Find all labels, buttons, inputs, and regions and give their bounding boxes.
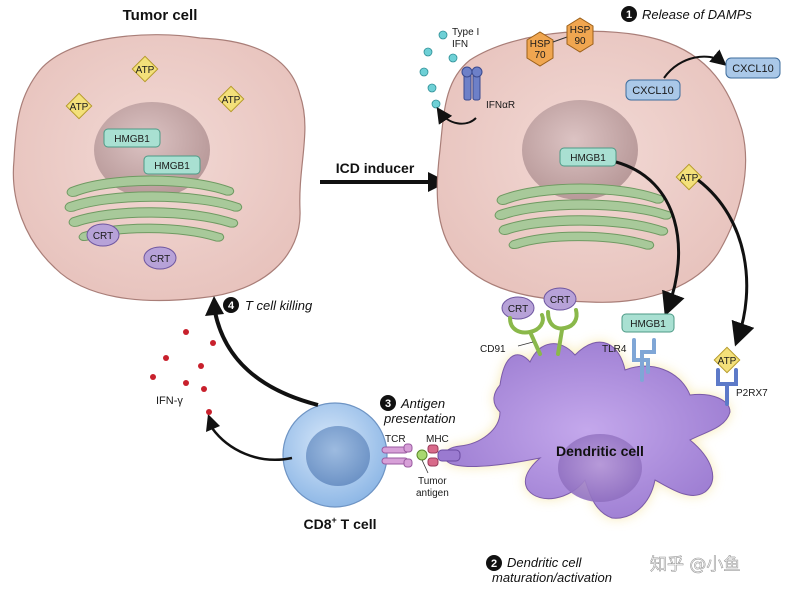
step-2: 2 Dendritic cell maturation/activation [486,555,612,585]
left-hmgb1-2-label: HMGB1 [154,161,190,172]
mhc-molecule [427,444,439,467]
dendritic-cell-title: Dendritic cell [556,443,644,459]
left-tumor-cell: ATP ATP ATP HMGB1 HMGB1 CRT CRT [12,34,306,302]
tcr-label: TCR [385,434,406,445]
left-endoplasmic-reticulum [64,175,243,242]
t-cell-killing-arrow [213,311,319,407]
ifn-signaling-arrow [436,107,477,125]
cxcl10-inside: CXCL10 [625,79,681,101]
tlr4-receptor [632,338,656,382]
step-3: 3 Antigen presentation [380,395,456,426]
left-atp-3-label: ATP [222,95,241,106]
left-hmgb1-1: HMGB1 [103,128,161,148]
p2rx7-receptor [716,368,738,406]
right-crt-2: CRT [543,287,577,311]
step-1-text: Release of DAMPs [642,7,752,22]
left-crt-1-label: CRT [93,231,113,242]
right-crt-1-label: CRT [508,304,528,315]
step-1: 1 Release of DAMPs [621,6,752,22]
icd-inducer-label: ICD inducer [336,160,415,176]
cxcl10-release-arrow [663,49,727,79]
left-atp-2: ATP [65,92,93,120]
p2rx7-atp-label: ATP [718,356,737,367]
cd8-t-cell [282,402,388,508]
type1-ifn-label-1: Type I [452,27,479,38]
hmgb1-to-tlr4-arrow [615,160,685,317]
ifn-gamma-arrow [210,427,293,461]
right-atp-label: ATP [680,173,699,184]
tumor-antigen-label-2: antigen [416,488,449,499]
t-cell-title-suffix: T cell [337,516,377,532]
p2rx7-label: P2RX7 [736,388,768,399]
tumor-cell-title: Tumor cell [123,7,198,24]
ifnar-receptor [461,66,483,101]
cxcl10-outside: CXCL10 [725,57,781,79]
right-hmgb1: HMGB1 [559,147,617,167]
dendritic-cell-nucleus [558,434,642,502]
type1-ifn-label-2: IFN [452,39,468,50]
right-atp: ATP [675,163,703,191]
left-atp-1-label: ATP [136,65,155,76]
hsp90-label-2: 90 [574,36,586,47]
step-3-text-2: presentation [383,411,456,426]
dendritic-cell-body [443,341,731,519]
cd91-receptor-2 [546,308,579,356]
step-3-number: 3 [385,398,391,410]
ifnar-label: IFNαR [486,100,515,111]
left-hmgb1-1-label: HMGB1 [114,134,150,145]
tumor-antigen [416,449,428,461]
step-3-text-1: Antigen [400,396,445,411]
tlr4-hmgb1-label: HMGB1 [630,319,666,330]
tcr-receptor [381,443,413,468]
right-tumor-cell: HMGB1 ATP CRT CRT [436,30,747,320]
step-4-number: 4 [228,300,235,312]
step-4: 4 T cell killing [223,297,313,313]
watermark: 知乎 @小鱼 [650,555,740,575]
right-hmgb1-label: HMGB1 [570,153,606,164]
ifn-gamma-label: IFN-γ [156,395,183,407]
left-atp-3: ATP [217,85,245,113]
hsp90: HSP 90 [566,17,594,53]
step-2-number: 2 [491,558,497,570]
right-crt-1: CRT [501,296,535,320]
mhc-stem [437,449,461,462]
cd91-label: CD91 [480,344,506,355]
left-crt-2: CRT [143,246,177,270]
ifn-gamma-arrowhead [206,414,220,432]
t-cell-title-sup: + [332,515,337,525]
ifn-gamma-dots [150,329,216,415]
mhc-label: MHC [426,434,449,445]
left-atp-1: ATP [131,55,159,83]
cxcl10-outside-label: CXCL10 [732,63,774,75]
p2rx7-atp: ATP [713,346,741,374]
t-cell-title: CD8+ T cell [304,515,377,532]
left-atp-2-label: ATP [70,102,89,113]
hsp70: HSP 70 [526,31,554,67]
left-crt-2-label: CRT [150,254,170,265]
t-cell-nucleus [306,426,370,486]
tumor-antigen-label-1: Tumor [418,476,447,487]
step-2-text-2: maturation/activation [492,570,612,585]
tlr4-hmgb1: HMGB1 [621,313,675,333]
dendritic-cell [443,341,731,519]
hsp90-label-1: HSP [570,25,591,36]
left-hmgb1-2: HMGB1 [143,155,201,175]
step-2-text-1: Dendritic cell [507,555,583,570]
tlr4-label: TLR4 [602,344,627,355]
cd91-receptor-1 [508,313,545,356]
atp-to-p2rx7-arrow [697,178,755,347]
right-endoplasmic-reticulum [494,183,673,250]
step-4-text: T cell killing [245,298,313,313]
step-1-number: 1 [626,9,632,21]
t-cell-title-prefix: CD8 [304,516,332,532]
type1-ifn-dots [419,30,458,109]
hsp70-label-1: HSP [530,39,551,50]
hsp70-label-2: 70 [534,50,546,61]
t-cell-killing-arrowhead [205,296,224,316]
cxcl10-inside-label: CXCL10 [632,85,674,97]
right-crt-2-label: CRT [550,295,570,306]
left-crt-1: CRT [86,223,120,247]
